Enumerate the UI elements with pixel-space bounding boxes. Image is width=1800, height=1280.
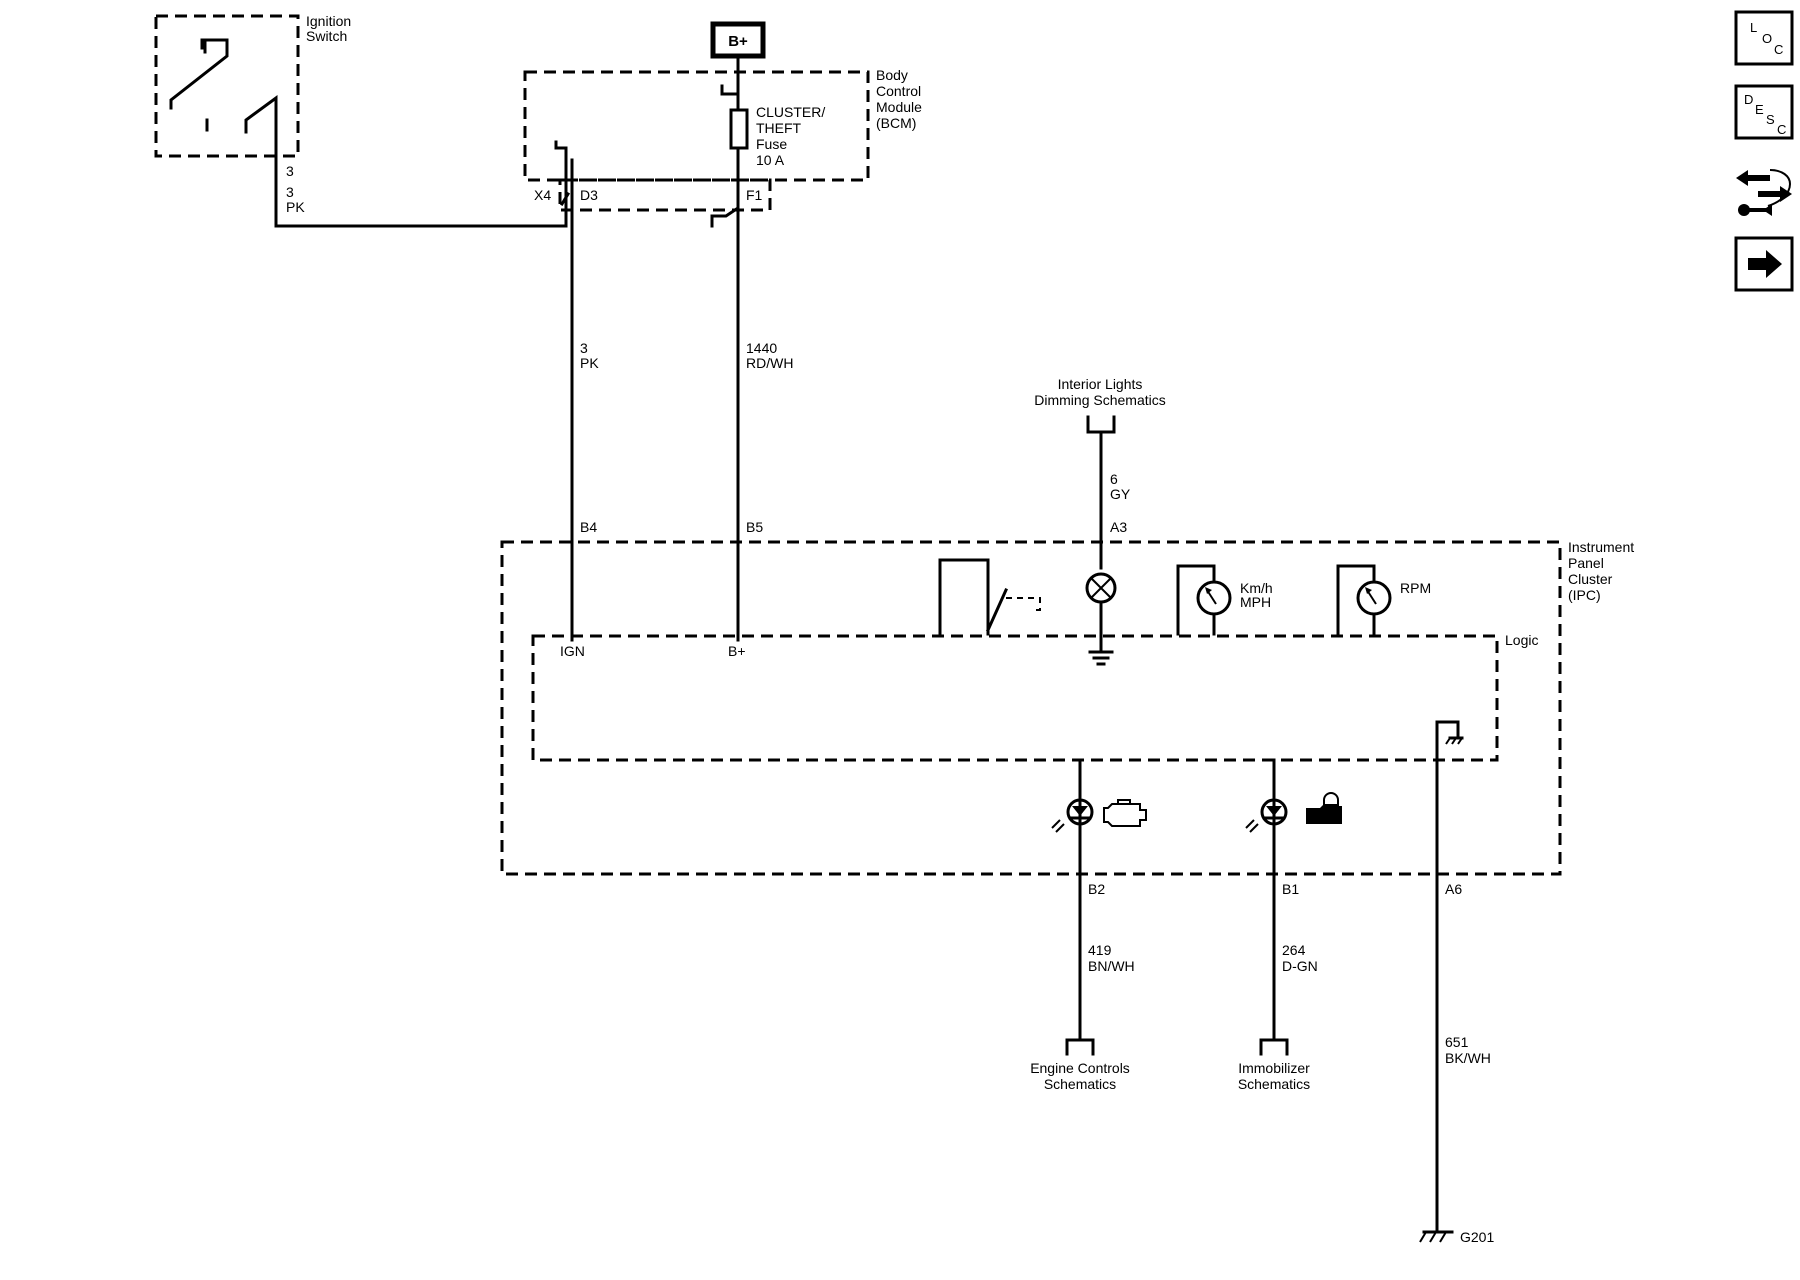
immobilizer-wire-color: D-GN (1282, 958, 1318, 974)
immobilizer-led (1245, 758, 1342, 1042)
battery-wire-circuit: 1440 (746, 340, 777, 356)
switch-symbol (938, 558, 1041, 636)
bcm-pin-x4: X4 (534, 187, 551, 203)
ignition-pin-number: 3 (286, 163, 294, 179)
engine-controls-label-2: Schematics (1044, 1076, 1116, 1092)
engine-wire-color: BN/WH (1088, 958, 1135, 974)
bcm-label-1: Body (876, 67, 908, 83)
ground-wire-circuit: 651 (1445, 1034, 1469, 1050)
ignition-switch: Ignition Switch (154, 13, 351, 166)
ignition-switch-label-1: Ignition (306, 13, 351, 29)
bcm-label-3: Module (876, 99, 922, 115)
dimming-wire-color: GY (1110, 486, 1131, 502)
logic-pin-ign: IGN (560, 643, 585, 659)
next-page-button[interactable] (1734, 236, 1794, 292)
tachometer-label: RPM (1400, 580, 1431, 596)
fuse-label-2: THEFT (756, 120, 802, 136)
battery-terminal: B+ (710, 21, 766, 82)
ground-wire-color: BK/WH (1445, 1050, 1491, 1066)
interior-lights-label-1: Interior Lights (1058, 376, 1143, 392)
ipc-label-2: Panel (1568, 555, 1604, 571)
connector-repair-icon[interactable] (1736, 169, 1792, 216)
bcm-label-4: (BCM) (876, 115, 916, 131)
ipc-pin-b5: B5 (746, 519, 763, 535)
engine-icon (1103, 799, 1147, 827)
battery-label: B+ (728, 33, 748, 50)
engine-controls-label-1: Engine Controls (1030, 1060, 1130, 1076)
ignition-wire-color: PK (286, 199, 305, 215)
ipc-pin-b1: B1 (1282, 881, 1299, 897)
ipc-pin-b2: B2 (1088, 881, 1105, 897)
security-lock-icon (1306, 792, 1342, 824)
check-engine-led (1051, 758, 1147, 1042)
immobilizer-label-1: Immobilizer (1238, 1060, 1310, 1076)
immobilizer-label-2: Schematics (1238, 1076, 1310, 1092)
speedometer-label-1: Km/h (1240, 580, 1273, 596)
dimming-wire-circuit: 6 (1110, 471, 1118, 487)
description-letter-c: C (1777, 122, 1786, 137)
immobilizer-wire-circuit: 264 (1282, 942, 1306, 958)
location-letter-l: L (1750, 20, 1757, 35)
bcm-pin-f1: F1 (746, 187, 763, 203)
immobilizer-connector: Immobilizer Schematics (1238, 1038, 1310, 1092)
interior-lights-dimming-connector: Interior Lights Dimming Schematics 6 GY (1034, 376, 1166, 570)
ignition-switch-label-2: Switch (306, 28, 347, 44)
location-letter-c: C (1774, 42, 1783, 57)
arrow-right-icon (1748, 250, 1782, 278)
description-letter-s: S (1766, 112, 1775, 127)
description-letter-d: D (1744, 92, 1753, 107)
chassis-ground-symbol (1435, 720, 1464, 1234)
ipc-pin-a3: A3 (1110, 519, 1127, 535)
instrument-panel-cluster: Instrument Panel Cluster (IPC) B4 B5 A3 … (500, 519, 1634, 1234)
logic-pin-bplus: B+ (728, 643, 746, 659)
engine-wire-circuit: 419 (1088, 942, 1112, 958)
fuse-label-3: Fuse (756, 136, 787, 152)
fuse-symbol (729, 108, 749, 150)
location-letter-o: O (1762, 31, 1772, 46)
bcm-pin-d3: D3 (580, 187, 598, 203)
fuse-label-4: 10 A (756, 152, 785, 168)
logic-box (531, 634, 1499, 762)
ignition-wire (274, 154, 568, 228)
ipc-pin-b4: B4 (580, 519, 597, 535)
pk-wire-circuit: 3 (580, 340, 588, 356)
body-control-module: Body Control Module (BCM) CLUSTER/ THEFT… (523, 67, 922, 228)
description-button[interactable]: D E S C (1734, 84, 1794, 140)
logic-label: Logic (1505, 632, 1538, 648)
speedometer-label-2: MPH (1240, 594, 1271, 610)
ipc-label-1: Instrument (1568, 539, 1634, 555)
indicator-lamp-icon (1085, 572, 1117, 666)
location-button[interactable]: L O C (1734, 10, 1794, 66)
ground-label: G201 (1460, 1229, 1494, 1245)
pk-wire-color: PK (580, 355, 599, 371)
bcm-label-2: Control (876, 83, 921, 99)
ground-g201: G201 (1419, 1229, 1494, 1245)
engine-controls-connector: Engine Controls Schematics (1030, 1038, 1130, 1092)
side-toolbar: L O C D E S C (1734, 10, 1794, 292)
description-letter-e: E (1755, 102, 1764, 117)
speedometer-gauge-icon: Km/h MPH (1176, 564, 1273, 636)
battery-wire-color: RD/WH (746, 355, 793, 371)
ipc-pin-a6: A6 (1445, 881, 1462, 897)
ipc-label-4: (IPC) (1568, 587, 1601, 603)
fuse-label-1: CLUSTER/ (756, 104, 825, 120)
interior-lights-label-2: Dimming Schematics (1034, 392, 1165, 408)
ignition-wire-circuit: 3 (286, 184, 294, 200)
ipc-label-3: Cluster (1568, 571, 1613, 587)
tachometer-gauge-icon: RPM (1336, 564, 1431, 636)
